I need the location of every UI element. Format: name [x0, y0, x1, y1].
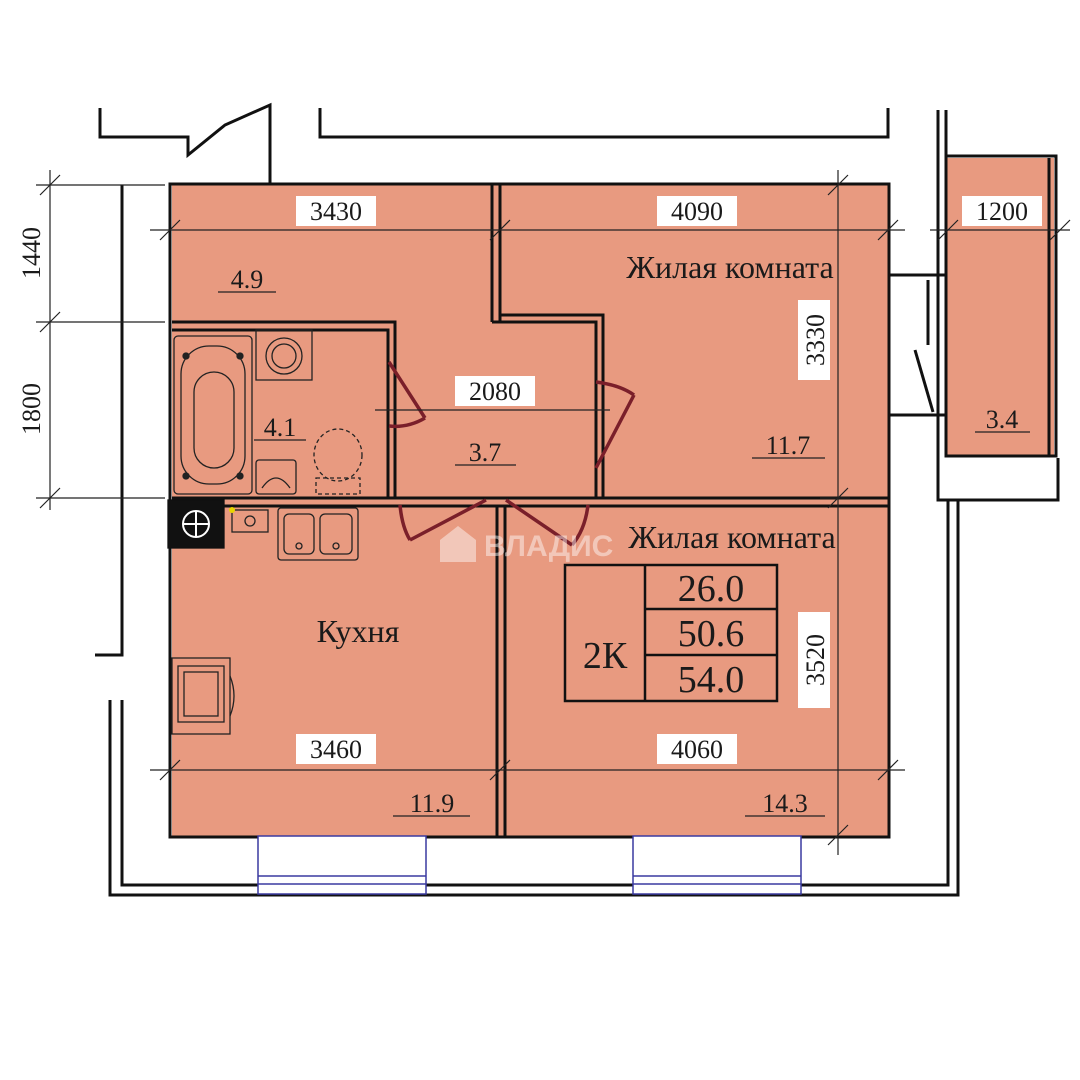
bldg-wall-top-mid	[318, 108, 890, 139]
dim-hall-width: 3430	[310, 197, 362, 226]
living1-area: 11.7	[766, 431, 811, 460]
balcony-wall	[944, 154, 1058, 458]
living2-area: 14.3	[762, 789, 808, 818]
room-labels: 4.9 4.1 3.7 Жилая комната 11.7 3.4 Жилая…	[231, 249, 1019, 818]
balcony-area: 3.4	[986, 405, 1019, 434]
house-logo-icon	[440, 526, 476, 562]
dim-balcony-width: 1200	[976, 197, 1028, 226]
water-heater-icon	[229, 507, 269, 533]
stove-icon	[167, 499, 225, 549]
watermark-text: ВЛАДИС	[484, 530, 613, 563]
dim-living2-width: 4060	[671, 735, 723, 764]
dimension-labels: 3430 4090 1200 2080 3460 4060 1440 1800 …	[14, 196, 1042, 764]
doors	[387, 361, 636, 547]
door-kitchen	[398, 498, 487, 542]
bath-area: 4.1	[264, 413, 297, 442]
kitchen-name: Кухня	[317, 613, 400, 649]
dim-living1-width: 4090	[671, 197, 723, 226]
bldg-wall-bottom-b	[120, 500, 950, 887]
dim-living2-height: 3520	[801, 634, 830, 686]
window-kitchen	[257, 835, 427, 895]
living2-name: Жилая комната	[628, 519, 835, 555]
bldg-wall-right	[936, 110, 1060, 502]
kitchen-area: 11.9	[410, 789, 455, 818]
dim-kitchen-width: 3460	[310, 735, 362, 764]
radiator-icon	[171, 657, 235, 735]
hall-area: 4.9	[231, 265, 264, 294]
balcony-door-4	[913, 349, 935, 413]
corridor-fill	[394, 318, 600, 498]
summary-type: 2К	[583, 635, 628, 677]
washbasin-icon	[255, 459, 297, 495]
windows	[257, 835, 802, 895]
living1-name: Жилая комната	[626, 249, 833, 285]
kitchen-sink-icon	[277, 507, 359, 561]
window-living2	[632, 835, 802, 895]
summary-table: 2К 26.0 50.6 54.0	[563, 563, 779, 703]
dim-corridor-width: 2080	[469, 377, 521, 406]
walls	[95, 102, 1060, 897]
bldg-wall-top-left	[98, 102, 272, 184]
dimension-lines	[36, 170, 1071, 855]
bath-fill	[172, 328, 394, 498]
door-living2	[505, 498, 590, 547]
wall-living1-corridor	[492, 320, 598, 498]
door-living1	[594, 380, 636, 469]
corridor-area: 3.7	[469, 438, 502, 467]
round-basin-icon	[255, 329, 313, 381]
wall-bath	[172, 320, 397, 498]
summary-total: 50.6	[678, 613, 745, 655]
bathtub-icon	[173, 335, 253, 495]
wall-living1-corridor-b	[500, 313, 605, 498]
toilet-icon	[313, 428, 363, 495]
door-bath	[387, 361, 427, 429]
wall-bath-b	[172, 328, 390, 498]
summary-living: 26.0	[678, 568, 745, 610]
bldg-wall-bottom	[108, 500, 960, 897]
dim-left-upper: 1440	[17, 227, 46, 279]
fixtures	[167, 329, 363, 735]
dim-living1-height: 3330	[801, 314, 830, 366]
watermark: ВЛАДИС	[440, 526, 613, 563]
bldg-wall-left	[95, 185, 124, 657]
summary-with-balcony: 54.0	[678, 659, 745, 701]
area-underlines	[218, 291, 1030, 817]
dim-left-lower: 1800	[17, 383, 46, 435]
